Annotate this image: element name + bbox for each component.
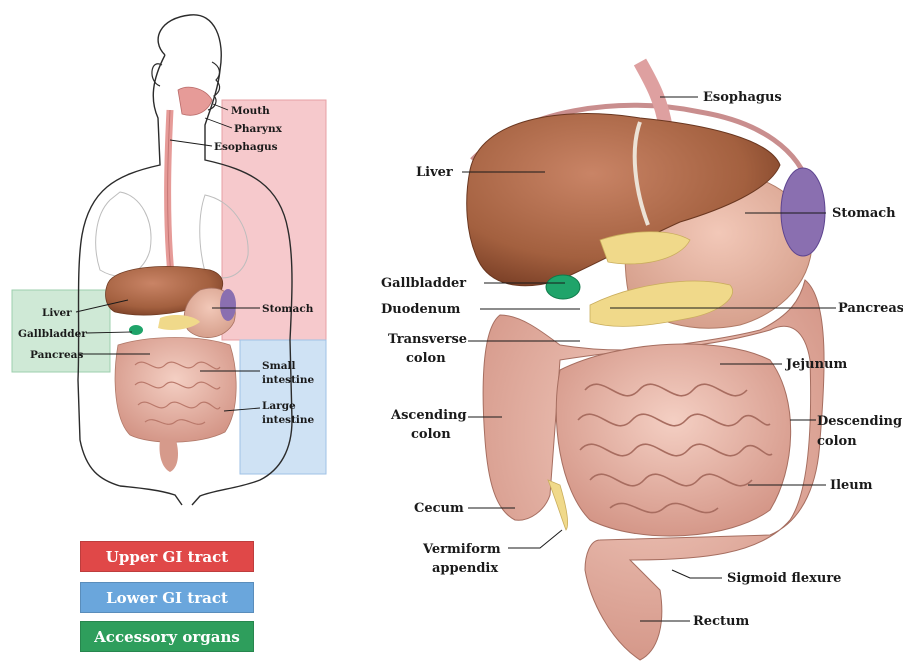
label-sigmoid-flexure: Sigmoid flexure — [727, 571, 841, 586]
label-vermiform-appendix-2: appendix — [432, 561, 498, 576]
label-ileum: Ileum — [830, 478, 873, 493]
label-duodenum: Duodenum — [381, 302, 461, 317]
rectum-small — [159, 440, 178, 472]
label-esophagus-right: Esophagus — [703, 90, 782, 105]
large-intestine-small — [115, 338, 236, 443]
legend-accessory: Accessory organs — [80, 621, 254, 652]
left-lung — [96, 192, 151, 276]
stomach-purple-small — [220, 289, 236, 321]
label-small-intestine-1: Small — [262, 360, 295, 372]
legend-accessory-label: Accessory organs — [94, 628, 240, 646]
left-figure: Mouth Pharynx Esophagus Liver Gallbladde… — [12, 15, 326, 505]
legend-lower-gi-label: Lower GI tract — [106, 589, 228, 607]
appendix-large — [548, 480, 568, 530]
label-small-intestine-2: intestine — [262, 374, 315, 386]
legend-upper-gi: Upper GI tract — [80, 541, 254, 572]
legend-lower-gi: Lower GI tract — [80, 582, 254, 613]
label-ascending-colon-2: colon — [411, 427, 451, 442]
label-pancreas-right: Pancreas — [838, 301, 903, 316]
oral-cavity — [178, 87, 212, 115]
label-descending-colon-2: colon — [817, 434, 857, 449]
label-esophagus-left: Esophagus — [214, 141, 278, 153]
small-intestine-large — [556, 344, 790, 536]
label-liver-right: Liver — [416, 165, 453, 180]
stomach-purple-large — [781, 168, 825, 256]
label-vermiform-appendix-1: Vermiform — [422, 542, 501, 557]
label-transverse-colon-1: Transverse — [388, 332, 467, 347]
label-stomach-right: Stomach — [832, 206, 896, 221]
right-figure: Esophagus Liver Stomach Gallbladder Duod… — [381, 62, 903, 660]
gallbladder-small — [129, 325, 143, 335]
label-cecum: Cecum — [414, 501, 464, 516]
label-mouth: Mouth — [231, 105, 270, 117]
label-pancreas-left: Pancreas — [30, 349, 83, 361]
label-descending-colon-1: Descending — [817, 414, 902, 429]
label-stomach-left: Stomach — [262, 303, 314, 315]
legend-upper-gi-label: Upper GI tract — [106, 548, 228, 566]
label-large-intestine-1: Large — [262, 400, 296, 412]
label-gallbladder-right: Gallbladder — [381, 276, 466, 291]
gallbladder-large — [546, 275, 580, 299]
label-ascending-colon-1: Ascending — [390, 408, 467, 423]
label-jejunum: Jejunum — [785, 357, 847, 372]
label-transverse-colon-2: colon — [406, 351, 446, 366]
label-pharynx: Pharynx — [234, 123, 283, 135]
label-rectum: Rectum — [693, 614, 749, 629]
label-liver-left: Liver — [42, 307, 72, 319]
label-large-intestine-2: intestine — [262, 414, 315, 426]
label-gallbladder-left: Gallbladder — [18, 328, 87, 340]
